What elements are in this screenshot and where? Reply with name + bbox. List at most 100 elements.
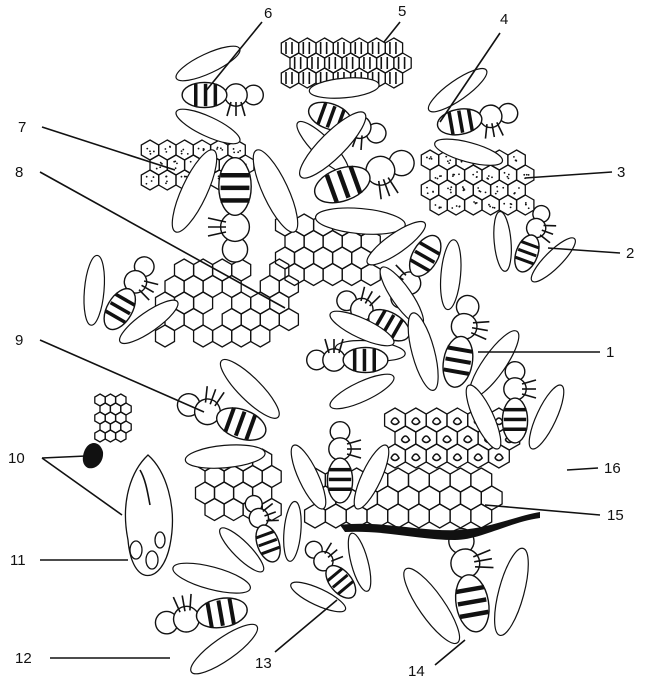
callout-14: 14 [408, 663, 425, 680]
comb-cell [471, 504, 492, 528]
comb-cell [213, 325, 232, 347]
pollen-speck [449, 159, 451, 161]
bee-leg [388, 176, 398, 194]
pollen-speck [504, 172, 506, 174]
pollen-speck [513, 193, 515, 195]
comb-cell [385, 68, 402, 88]
larva [495, 454, 503, 461]
callout-9: 9 [15, 332, 23, 349]
bee-wing [308, 75, 379, 101]
bee-wing [488, 545, 536, 638]
comb-cell [405, 444, 426, 468]
bee-wing [281, 501, 303, 562]
pollen-speck [233, 151, 235, 153]
pollen-speck [220, 147, 222, 149]
comb-cell [116, 430, 126, 442]
pollen-speck [440, 207, 442, 209]
leader-13 [275, 600, 337, 652]
leader-9 [40, 340, 204, 412]
pollen-speck [452, 175, 454, 177]
bee-stripe [329, 488, 351, 492]
comb-cell [430, 195, 447, 215]
comb-cell [105, 430, 115, 442]
pollen-speck [526, 174, 528, 176]
pollen-speck [169, 146, 171, 148]
larva [412, 454, 420, 461]
pollen-speck [477, 187, 479, 189]
pollen-speck [175, 167, 177, 169]
comb-cell [325, 504, 346, 528]
pollen-speck [448, 162, 450, 164]
bee-stripe [363, 349, 367, 371]
callout-1: 1 [606, 344, 614, 361]
pollen-speck [156, 168, 158, 170]
pollen-speck [456, 205, 458, 207]
pollen-speck [525, 202, 527, 204]
pollen-speck [176, 162, 178, 164]
pollen-speck [181, 150, 183, 152]
pollen-speck [472, 174, 474, 176]
larva [474, 454, 482, 461]
callout-15: 15 [607, 507, 624, 524]
pollen-speck [513, 156, 515, 158]
comb-cell [409, 504, 430, 528]
pollen-speck [165, 151, 167, 153]
bee-stripe [214, 84, 218, 106]
comb-cell [323, 264, 342, 286]
bee-stripe [194, 84, 198, 106]
comb-cell [232, 325, 251, 347]
callout-13: 13 [255, 655, 272, 672]
comb-cell [465, 195, 482, 215]
comb-cell [299, 68, 316, 88]
callout-16: 16 [604, 460, 621, 477]
larva [412, 418, 420, 425]
pollen-speck [445, 156, 447, 158]
pollen-speck [497, 191, 499, 193]
bee-wing [172, 40, 244, 87]
pollen-speck [450, 186, 452, 188]
bee-wing [326, 368, 398, 415]
pollen-speck [435, 204, 437, 206]
comb-cell [361, 264, 380, 286]
pollen-speck [184, 176, 186, 178]
bee-leg [261, 503, 274, 511]
comb-cell [450, 504, 471, 528]
pollen-speck [426, 187, 428, 189]
comb-cell [194, 325, 213, 347]
bee-wing [164, 145, 225, 237]
pollen-speck [525, 204, 527, 206]
comb-cell [279, 309, 298, 331]
pollen-speck [216, 148, 218, 150]
pollen-speck [478, 190, 480, 192]
bee [285, 422, 395, 513]
pollen-speck [239, 150, 241, 152]
bee-wing [402, 310, 444, 393]
leader-10b [42, 458, 122, 515]
pollen-speck [429, 158, 431, 160]
bee-stripe [504, 418, 526, 422]
pollen-speck [161, 163, 163, 165]
pollen-speck [515, 159, 517, 161]
pollen-speck [491, 176, 493, 178]
bee-leg [539, 235, 552, 243]
pollen-speck [476, 176, 478, 178]
callout-8: 8 [15, 164, 23, 181]
leader-15 [485, 505, 600, 515]
pollen-speck [492, 207, 494, 209]
larva [433, 418, 441, 425]
pollen-speck [431, 158, 433, 160]
callout-4: 4 [500, 11, 508, 28]
pollen-speck [181, 176, 183, 178]
comb-cell [447, 444, 468, 468]
bee-stripe [373, 349, 377, 371]
larva [453, 418, 461, 425]
pollen-speck [523, 174, 525, 176]
pollen-speck [190, 161, 192, 163]
comb-cell [342, 264, 361, 286]
pollen-speck [496, 186, 498, 188]
pollen-speck [233, 148, 235, 150]
pollen-speck [153, 176, 155, 178]
pollen-speck [198, 148, 200, 150]
pollen-speck [528, 174, 530, 176]
pollen-speck [439, 175, 441, 177]
